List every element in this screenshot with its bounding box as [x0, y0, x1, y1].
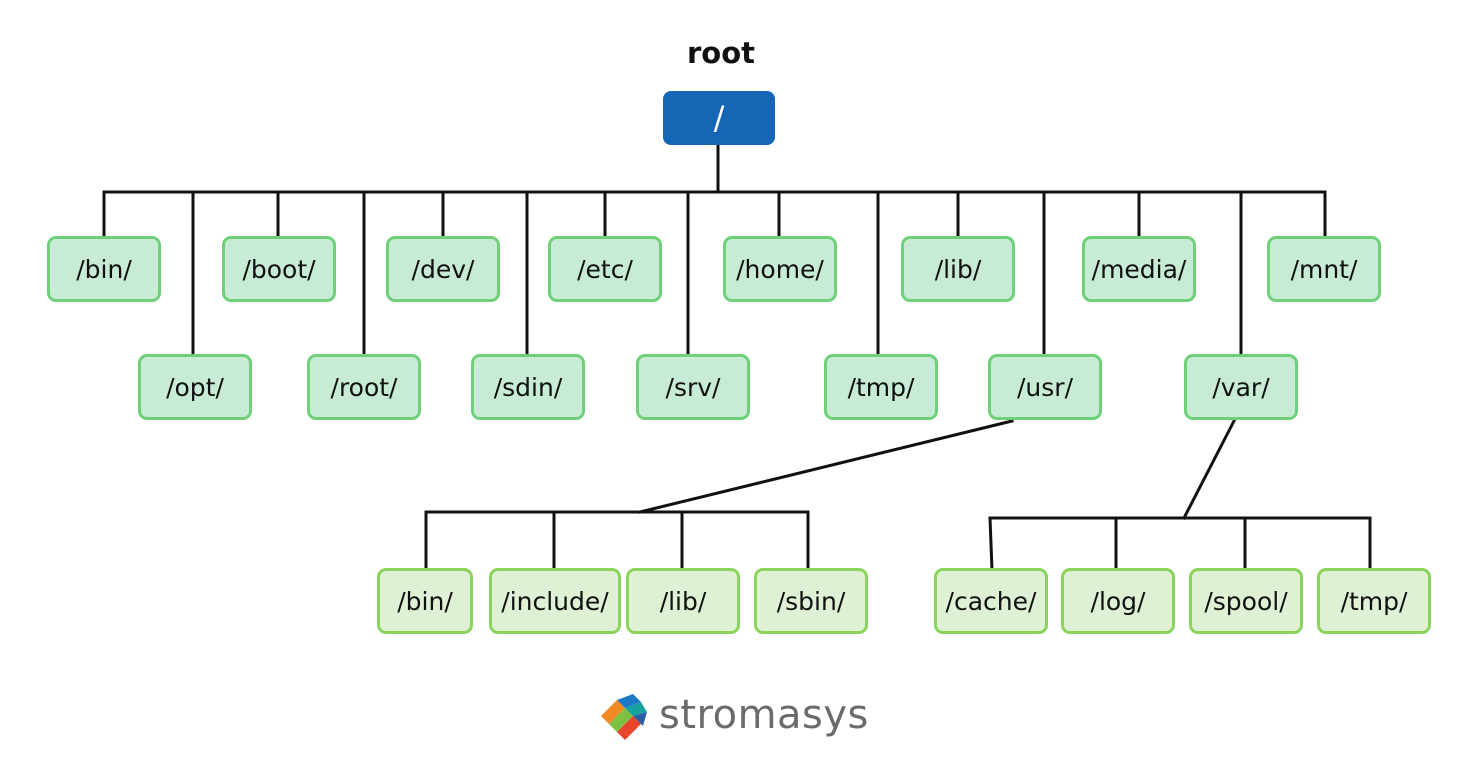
- stromasys-logo-icon: [601, 694, 647, 740]
- node-mnt: /mnt/: [1267, 236, 1381, 302]
- connector-var-diagonal: [1181, 418, 1237, 521]
- node-boot: /boot/: [222, 236, 336, 302]
- brand-logo: stromasys: [595, 688, 885, 748]
- node-usr-bin: /bin/: [377, 568, 473, 634]
- node-var-log: /log/: [1061, 568, 1175, 634]
- node-usr: /usr/: [988, 354, 1102, 420]
- root-node: /: [663, 91, 775, 145]
- node-tmp: /tmp/: [824, 354, 938, 420]
- node-etc: /etc/: [548, 236, 662, 302]
- node-usr-sbin: /sbin/: [754, 568, 868, 634]
- node-usr-include: /include/: [489, 568, 621, 634]
- node-dev: /dev/: [386, 236, 500, 302]
- node-sdin: /sdin/: [471, 354, 585, 420]
- node-lib: /lib/: [901, 236, 1015, 302]
- node-var-spool: /spool/: [1189, 568, 1303, 634]
- node-home: /home/: [723, 236, 837, 302]
- node-opt: /opt/: [138, 354, 252, 420]
- diagram-title: root: [686, 36, 755, 70]
- node-usr-lib: /lib/: [626, 568, 740, 634]
- node-var: /var/: [1184, 354, 1298, 420]
- brand-name: stromasys: [659, 692, 869, 738]
- node-media: /media/: [1082, 236, 1196, 302]
- node-root-dir: /root/: [307, 354, 421, 420]
- node-srv: /srv/: [636, 354, 750, 420]
- node-var-tmp: /tmp/: [1317, 568, 1431, 634]
- node-var-cache: /cache/: [934, 568, 1048, 634]
- node-bin: /bin/: [47, 236, 161, 302]
- connector-usr-diagonal: [638, 419, 1014, 514]
- connector-var-cache: [988, 516, 994, 572]
